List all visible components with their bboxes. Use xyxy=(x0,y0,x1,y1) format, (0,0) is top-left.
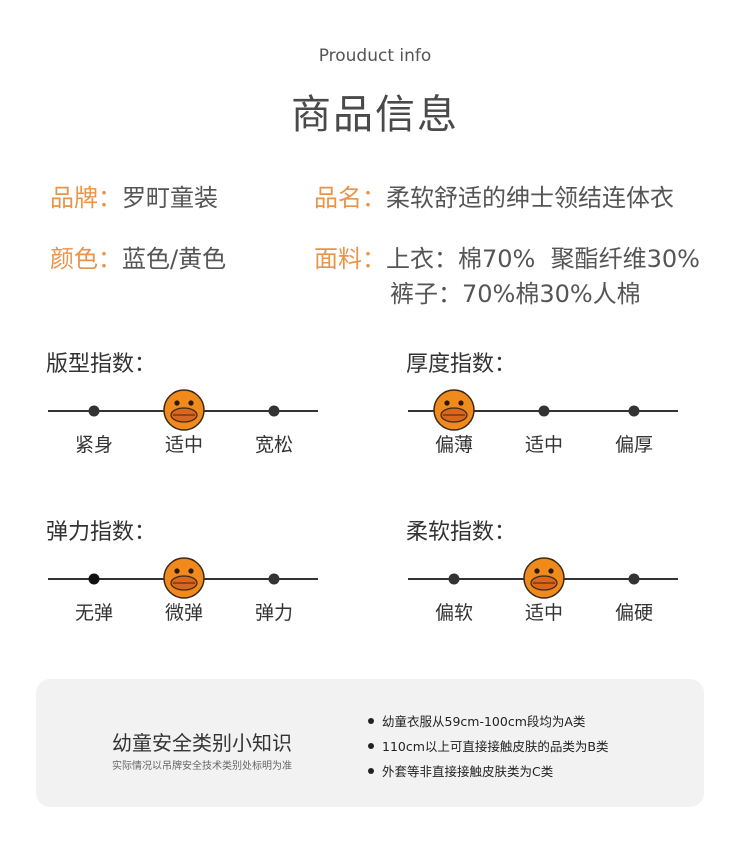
attr-name-label: 品名： xyxy=(314,184,386,212)
indicator-label: 版型指数： xyxy=(46,352,157,377)
indicator-dot xyxy=(88,573,100,585)
duck-icon xyxy=(163,557,205,599)
attr-name-value: 柔软舒适的绅士领结连体衣 xyxy=(386,184,674,212)
indicator-option: 偏软 xyxy=(434,602,473,624)
safety-item: 110cm以上可直接接触皮肤的品类为B类 xyxy=(368,734,608,759)
duck-icon xyxy=(523,557,565,599)
indicator-option: 适中 xyxy=(524,602,563,624)
indicator-option: 偏硬 xyxy=(614,602,653,624)
indicator-dot xyxy=(628,573,640,585)
safety-item-text: 幼童衣服从59cm-100cm段均为A类 xyxy=(382,714,586,729)
attr-color: 颜色：蓝色/黄色 xyxy=(50,242,226,276)
indicator-option: 无弹 xyxy=(74,602,113,624)
safety-item: 外套等非直接接触皮肤类为C类 xyxy=(368,759,608,784)
attr-fabric-value-line1: 上衣：棉70% 聚酯纤维30% xyxy=(386,245,700,273)
indicator-option: 适中 xyxy=(524,434,563,456)
indicator-option: 宽松 xyxy=(254,434,293,456)
duck-icon xyxy=(163,389,205,431)
indicator-elasticity: 弹力指数： 无弹 微弹 弹力 xyxy=(46,514,318,654)
safety-list: 幼童衣服从59cm-100cm段均为A类 110cm以上可直接接触皮肤的品类为B… xyxy=(368,709,608,784)
indicator-option: 偏薄 xyxy=(434,434,473,456)
indicator-dot xyxy=(268,405,280,417)
indicator-track xyxy=(408,389,678,431)
safety-item-text: 110cm以上可直接接触皮肤的品类为B类 xyxy=(382,739,609,754)
indicator-dot xyxy=(88,405,100,417)
attr-brand-label: 品牌： xyxy=(50,184,122,212)
indicator-dot xyxy=(448,573,460,585)
bullet-icon xyxy=(368,718,374,724)
indicator-label: 柔软指数： xyxy=(406,520,517,545)
indicator-track xyxy=(48,389,318,431)
indicator-softness: 柔软指数： 偏软 适中 偏硬 xyxy=(406,514,678,654)
attr-fabric: 面料：上衣：棉70% 聚酯纤维30% xyxy=(314,242,700,276)
indicator-label: 弹力指数： xyxy=(46,520,157,545)
attr-brand-value: 罗町童装 xyxy=(122,184,218,212)
bullet-icon xyxy=(368,768,374,774)
bullet-icon xyxy=(368,743,374,749)
safety-title: 幼童安全类别小知识 xyxy=(112,731,292,755)
safety-subtitle: 实际情况以吊牌安全技术类别处标明为准 xyxy=(112,761,292,772)
attr-brand: 品牌：罗町童装 xyxy=(50,181,218,215)
safety-item: 幼童衣服从59cm-100cm段均为A类 xyxy=(368,709,608,734)
safety-panel: 幼童安全类别小知识 实际情况以吊牌安全技术类别处标明为准 幼童衣服从59cm-1… xyxy=(36,679,704,807)
attr-color-label: 颜色： xyxy=(50,245,122,273)
indicator-label: 厚度指数： xyxy=(406,352,517,377)
indicator-fit: 版型指数： 紧身 适中 宽松 xyxy=(46,346,318,486)
indicator-track xyxy=(408,557,678,599)
indicator-option: 偏厚 xyxy=(614,434,653,456)
indicator-dot xyxy=(538,405,550,417)
attr-fabric-label: 面料： xyxy=(314,245,386,273)
indicator-track xyxy=(48,557,318,599)
safety-item-text: 外套等非直接接触皮肤类为C类 xyxy=(382,764,554,779)
attr-name: 品名：柔软舒适的绅士领结连体衣 xyxy=(314,181,674,215)
attr-fabric-value-line2: 裤子：70%棉30%人棉 xyxy=(390,280,641,308)
indicator-dot xyxy=(268,573,280,585)
indicator-option: 微弹 xyxy=(164,602,203,624)
indicator-thickness: 厚度指数： 偏薄 适中 偏厚 xyxy=(406,346,678,486)
indicator-option: 适中 xyxy=(164,434,203,456)
indicator-dot xyxy=(628,405,640,417)
page-title: 商品信息 xyxy=(291,92,459,138)
attr-color-value: 蓝色/黄色 xyxy=(122,245,227,273)
attr-fabric-line2: 裤子：70%棉30%人棉 xyxy=(390,277,641,311)
duck-icon xyxy=(433,389,475,431)
indicator-option: 弹力 xyxy=(254,602,293,624)
indicator-option: 紧身 xyxy=(74,434,113,456)
section-subtitle: Prouduct info xyxy=(318,46,432,66)
